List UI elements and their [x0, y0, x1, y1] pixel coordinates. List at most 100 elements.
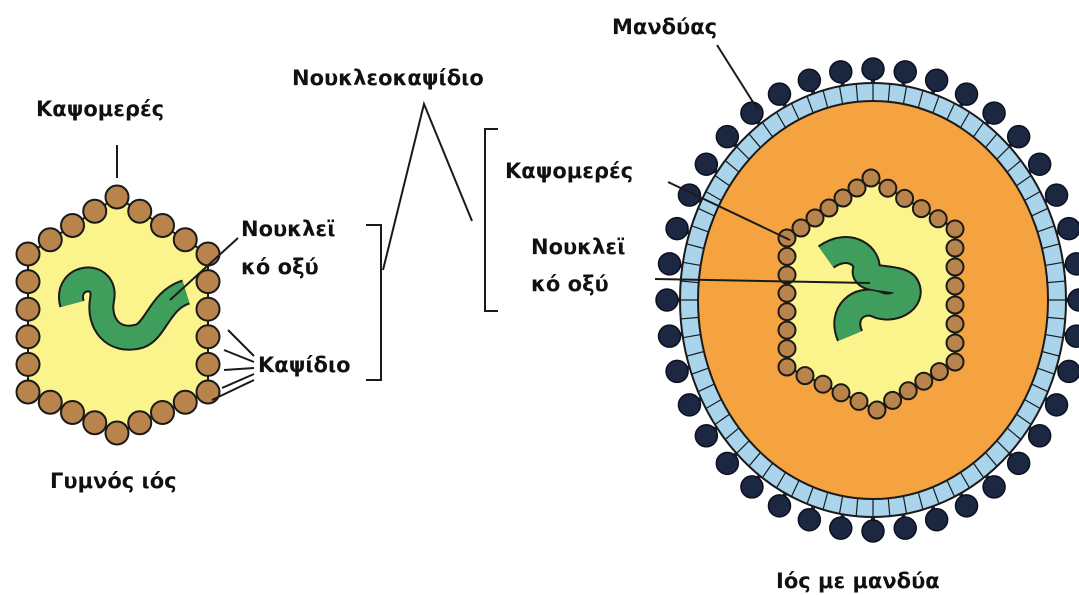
capsomere: [197, 325, 220, 348]
capsomere: [197, 243, 220, 266]
spike-head: [956, 495, 978, 517]
capsomere: [779, 248, 796, 265]
spike-head: [656, 289, 678, 311]
capsomere: [884, 392, 901, 409]
spike-head: [983, 102, 1005, 124]
spike-head: [1029, 153, 1051, 175]
capsomere: [779, 359, 796, 376]
spike-head: [678, 394, 700, 416]
capsomere: [779, 303, 796, 320]
capsomere: [128, 411, 151, 434]
capsomere: [779, 285, 796, 302]
capsomere: [947, 354, 964, 371]
capsomere: [947, 221, 964, 238]
capsomere: [174, 228, 197, 251]
spike-head: [1008, 452, 1030, 474]
capsomere: [896, 190, 913, 207]
capsid-leader-3: [224, 368, 254, 370]
capsomere: [106, 186, 129, 209]
capsomere: [947, 297, 964, 314]
spike-head: [716, 452, 738, 474]
capsomere: [931, 363, 948, 380]
capsomere: [17, 298, 40, 321]
capsomere: [779, 322, 796, 339]
capsomere: [128, 200, 151, 223]
spike-head: [695, 425, 717, 447]
capsomere: [947, 259, 964, 276]
label-enveloped-virus: Ιός με μανδύα: [776, 569, 940, 593]
enveloped-virus: [656, 58, 1079, 542]
capsomere: [947, 316, 964, 333]
naked-virus: [17, 186, 220, 445]
capsomere: [947, 335, 964, 352]
label-naked-capsomeres: Καψομερές: [36, 97, 164, 121]
capsomere: [913, 200, 930, 217]
capsomere: [197, 381, 220, 404]
label-nucleic-acid-line1: Νουκλεϊ: [241, 217, 335, 241]
capsomere: [17, 353, 40, 376]
spike-head: [894, 517, 916, 539]
spike-head: [768, 83, 790, 105]
capsomere: [61, 214, 84, 237]
spike-head: [1058, 360, 1079, 382]
spike-head: [862, 58, 884, 80]
left-bracket: [366, 225, 381, 380]
capsomere: [17, 270, 40, 293]
capsomere: [879, 180, 896, 197]
label-enveloped-nucleic-line2: κό οξύ: [531, 272, 609, 296]
capsomere: [930, 210, 947, 227]
spike-head: [666, 360, 688, 382]
spike-head: [1065, 253, 1079, 275]
spike-head: [798, 509, 820, 531]
capsomere: [915, 373, 932, 390]
spike-head: [741, 102, 763, 124]
capsomere: [849, 180, 866, 197]
capsomere: [17, 325, 40, 348]
capsomere: [39, 391, 62, 414]
capsomere: [815, 376, 832, 393]
spike-head: [894, 61, 916, 83]
spike-head: [1046, 184, 1068, 206]
capsomere: [106, 422, 129, 445]
spike-head: [798, 69, 820, 91]
capsomere: [869, 402, 886, 419]
spike-head: [716, 126, 738, 148]
spike-head: [830, 61, 852, 83]
spike-head: [926, 69, 948, 91]
spike-head: [659, 253, 681, 275]
spike-head: [1008, 126, 1030, 148]
capsomere: [17, 381, 40, 404]
spike-head: [1068, 289, 1079, 311]
spike-head: [695, 153, 717, 175]
capsomere: [833, 384, 850, 401]
label-naked-virus: Γυμνός ιός: [50, 469, 177, 493]
right-bracket: [485, 129, 498, 311]
capsomere: [17, 243, 40, 266]
capsomere: [851, 393, 868, 410]
capsomere: [947, 278, 964, 295]
capsomere: [900, 382, 917, 399]
capsomere: [197, 298, 220, 321]
capsomere: [947, 240, 964, 257]
label-nucleocapsid: Νουκλεοκαψίδιο: [292, 66, 484, 90]
spike-head: [666, 218, 688, 240]
capsomere: [151, 401, 174, 424]
spike-head: [1065, 325, 1079, 347]
capsid-leader-4: [222, 374, 254, 388]
spike-head: [1029, 425, 1051, 447]
envelope-leader: [717, 45, 758, 110]
spike-head: [659, 325, 681, 347]
capsomere: [779, 340, 796, 357]
spike-head: [862, 520, 884, 542]
nucleocapsid-leader: [383, 104, 472, 270]
label-enveloped-nucleic-line1: Νουκλεϊ: [531, 235, 625, 259]
spike-head: [983, 476, 1005, 498]
spike-head: [1058, 218, 1079, 240]
label-enveloped-capsomeres: Καψομερές: [505, 159, 633, 183]
capsomere: [83, 411, 106, 434]
capsomere: [197, 353, 220, 376]
label-envelope: Μανδύας: [612, 15, 717, 39]
spike-head: [926, 509, 948, 531]
